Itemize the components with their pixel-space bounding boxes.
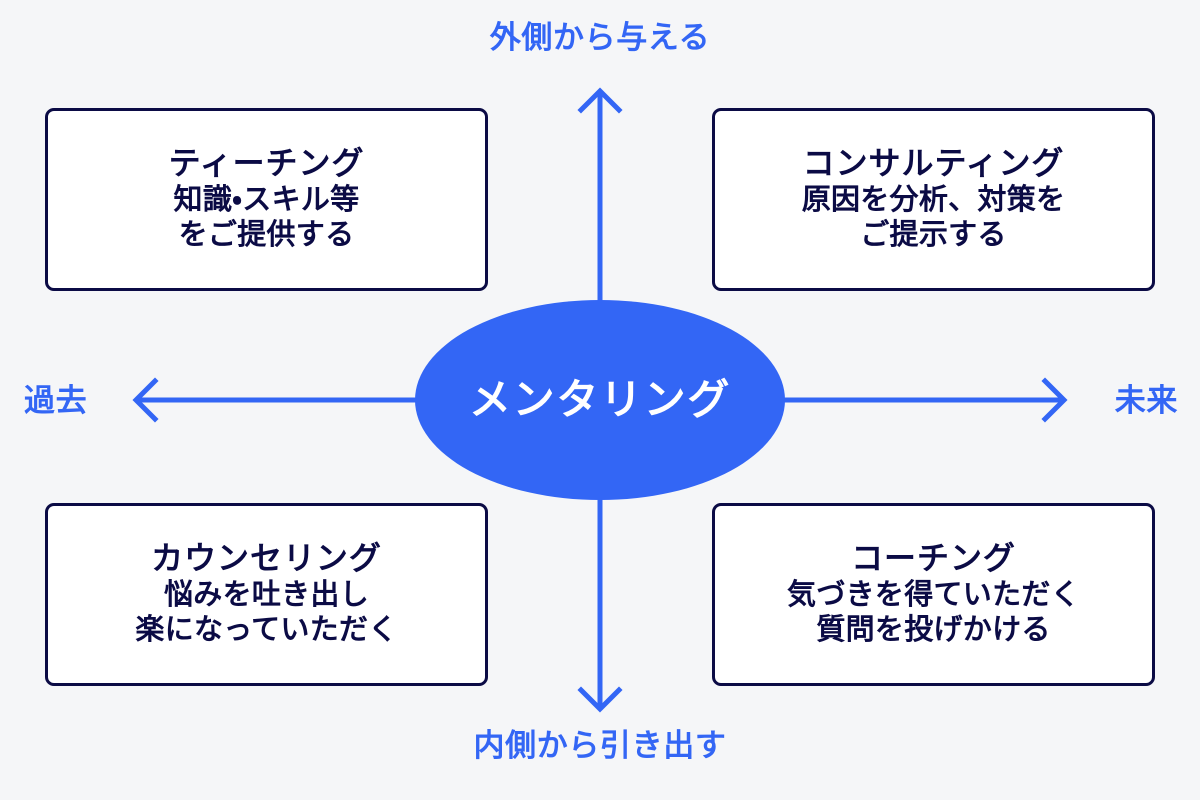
quadrant-title: ティーチング	[168, 145, 365, 182]
quadrant-box-counseling[interactable]: カウンセリング 悩みを吐き出し 楽になっていただく	[45, 503, 488, 686]
quadrant-title: カウンセリング	[151, 540, 382, 577]
center-node-mentoring[interactable]: メンタリング	[415, 300, 785, 500]
quadrant-box-consulting[interactable]: コンサルティング 原因を分析、対策を ご提示する	[712, 108, 1155, 291]
quadrant-description-line: 質問を投げかける	[816, 614, 1051, 647]
arrow-down-head	[577, 686, 623, 713]
quadrant-title: コンサルティング	[802, 145, 1065, 182]
arrow-left-head	[132, 377, 159, 423]
center-node-label: メンタリング	[468, 376, 732, 423]
quadrant-box-teaching[interactable]: ティーチング 知識・スキル等 をご提供する	[45, 108, 488, 291]
quadrant-description-line: 悩みを吐き出し	[163, 579, 370, 611]
quadrant-description-line: 楽になっていただく	[135, 614, 398, 647]
axis-label-left: 過去	[24, 383, 88, 418]
quadrant-description-line: をご提供する	[178, 219, 355, 252]
quadrant-description-line: ご提示する	[860, 219, 1007, 252]
quadrant-box-coaching[interactable]: コーチング 気づきを得ていただく 質問を投げかける	[712, 503, 1155, 686]
quadrant-description-line: 気づきを得ていただく	[787, 579, 1080, 611]
arrow-up-head	[577, 87, 623, 114]
quadrant-description-line: 原因を分析、対策を	[801, 184, 1066, 216]
quadrant-title: コーチング	[851, 540, 1016, 577]
axis-label-top: 外側から与える	[489, 20, 711, 55]
arrow-right-head	[1041, 377, 1068, 423]
quadrant-description-line: 知識・スキル等	[173, 184, 360, 216]
axis-label-right: 未来	[1114, 383, 1178, 418]
axis-label-bottom: 内側から引き出す	[473, 728, 727, 763]
